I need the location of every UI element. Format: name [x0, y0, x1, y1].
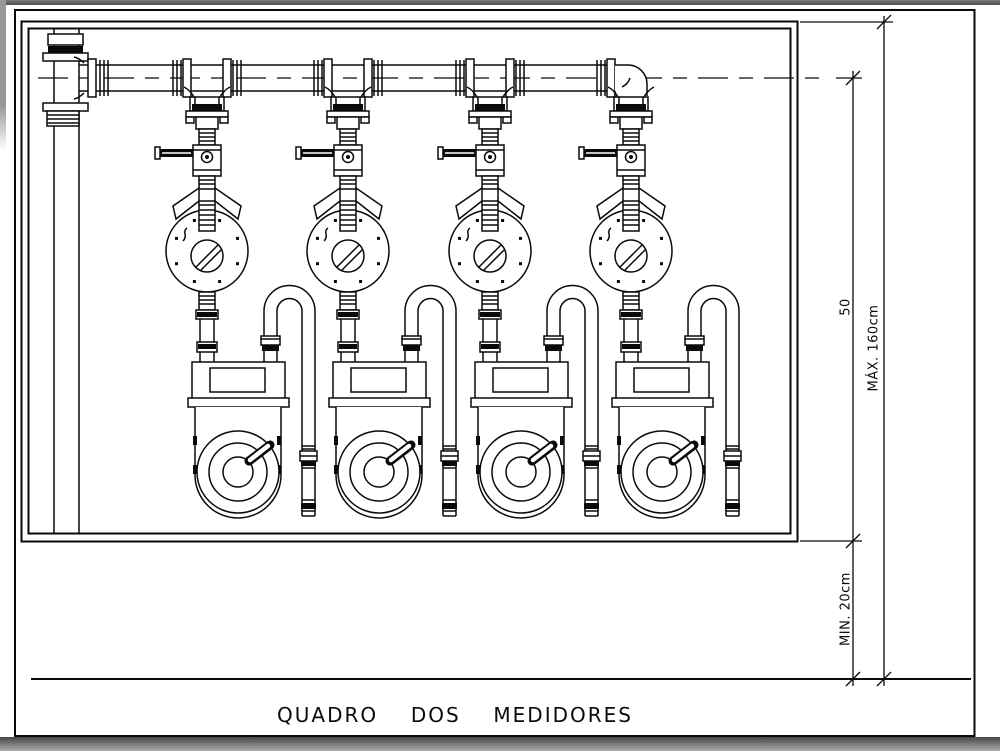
- drawing-title: QUADRO DOS MEDIDORES: [277, 703, 633, 727]
- dimension-label-min-clearance: MIN. 20cm: [839, 572, 854, 646]
- supply-riser-pipe: [42, 28, 89, 533]
- gas-meter-assembly-2: [296, 87, 458, 518]
- dimension-label-max-height: MÁX. 160cm: [866, 305, 882, 392]
- dimension-annotations: 50 MÁX. 160cm MIN. 20cm: [800, 14, 893, 687]
- window-top-edge: [0, 0, 1000, 5]
- dimension-label-50: 50: [839, 298, 854, 316]
- gas-meter-assembly-1: [155, 87, 317, 518]
- window-left-edge: [0, 0, 6, 150]
- paper-border: [14, 9, 976, 737]
- gas-meter-assembly-3: [438, 87, 600, 518]
- gas-meter-assembly-4: [579, 87, 741, 518]
- elbow-fitting: [596, 58, 648, 98]
- manifold-pipe: [38, 58, 830, 98]
- meter-cabinet-frame: [20, 20, 799, 543]
- window-bottom-edge: [0, 737, 1000, 751]
